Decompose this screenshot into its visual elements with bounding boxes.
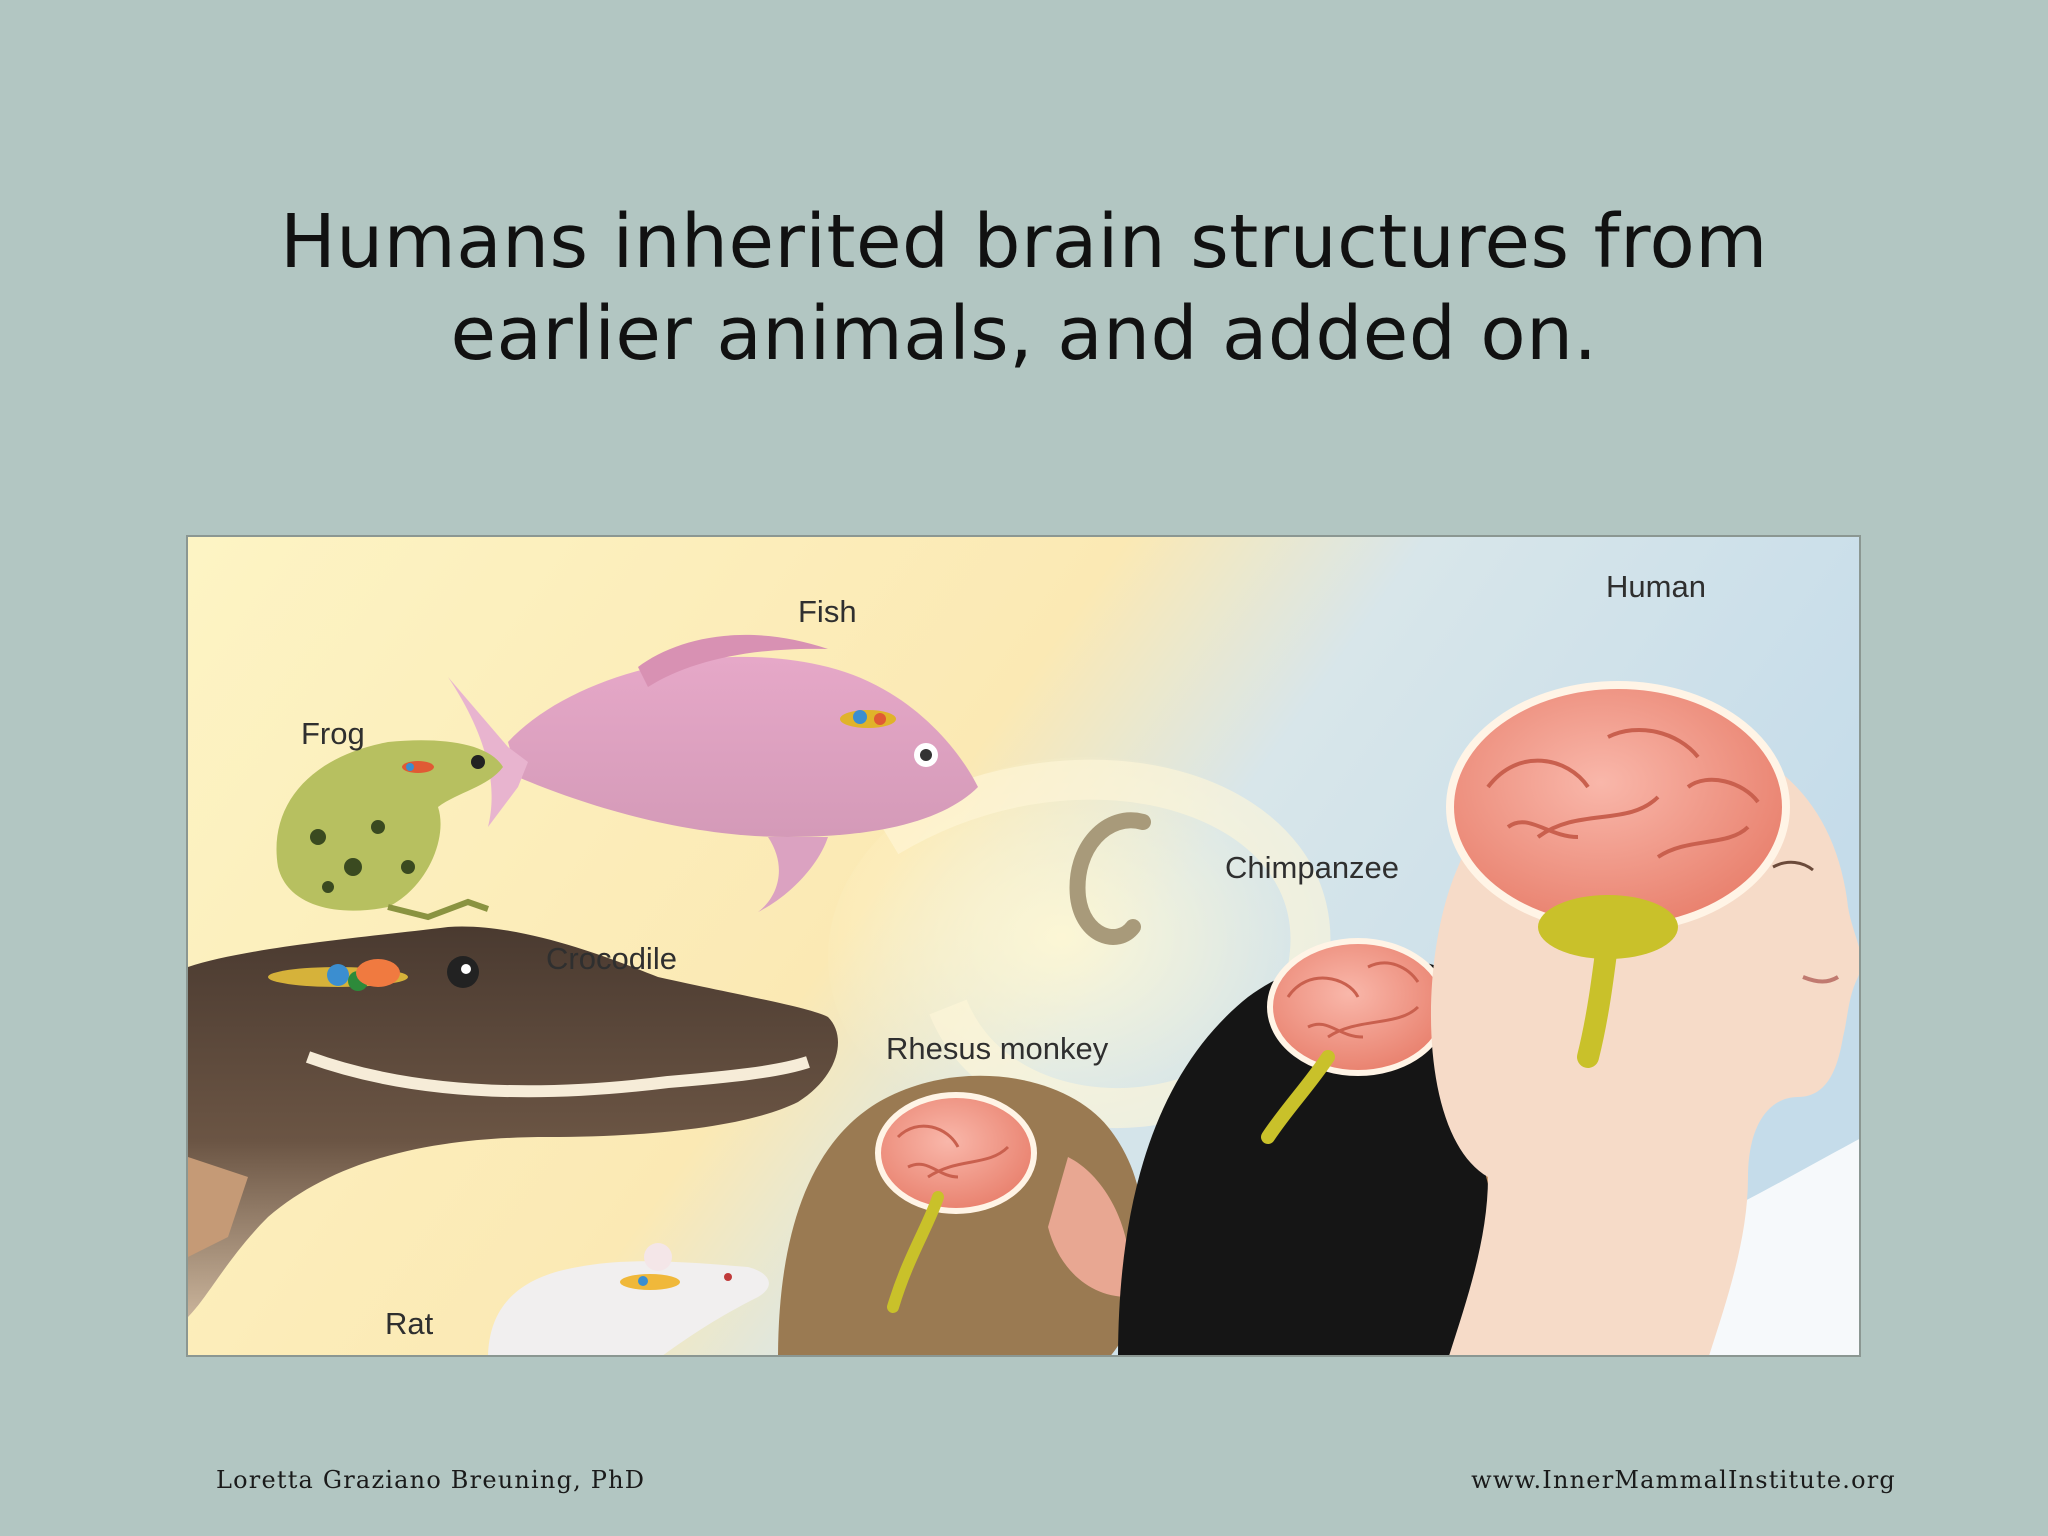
embryo-illustration <box>1069 812 1151 945</box>
rat-illustration <box>488 1243 769 1355</box>
rhesus-monkey-label: Rhesus monkey <box>886 1031 1109 1066</box>
footer-author: Loretta Graziano Breuning, PhD <box>216 1466 646 1494</box>
rhesus-monkey-illustration <box>778 1075 1144 1355</box>
brain-evolution-illustration: Fish Frog <box>186 535 1861 1357</box>
crocodile-label: Crocodile <box>546 941 677 976</box>
rat-label: Rat <box>385 1306 434 1341</box>
fish-illustration <box>448 634 978 912</box>
footer-website: www.InnerMammalInstitute.org <box>1471 1466 1896 1494</box>
crocodile-illustration <box>188 926 838 1317</box>
chimpanzee-label: Chimpanzee <box>1225 850 1399 885</box>
title-line-1: Humans inherited brain structures from <box>280 199 1768 285</box>
slide-title: Humans inherited brain structures from e… <box>0 196 2048 380</box>
fish-label: Fish <box>798 594 857 629</box>
human-label: Human <box>1606 569 1706 604</box>
frog-label: Frog <box>301 716 365 751</box>
title-line-2: earlier animals, and added on. <box>450 291 1598 377</box>
frog-illustration <box>276 740 503 921</box>
human-illustration <box>1430 681 1859 1355</box>
